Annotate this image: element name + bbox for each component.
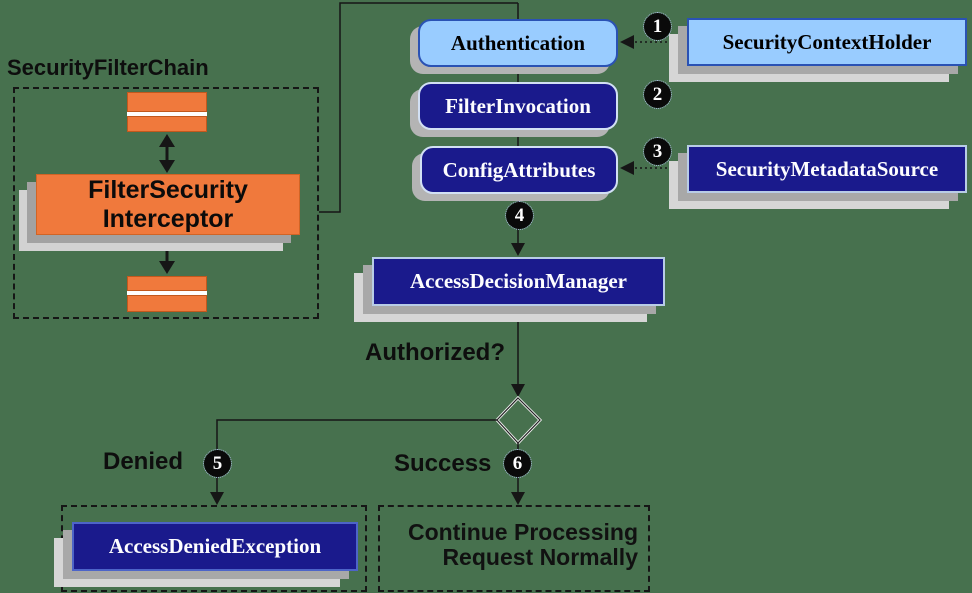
- arrowhead-down-icon: [159, 261, 175, 274]
- arrowhead-down-icon: [210, 492, 224, 505]
- security-context-holder-node: SecurityContextHolder: [687, 18, 967, 66]
- filter-bar: [127, 295, 207, 312]
- arrowhead-left-icon: [620, 35, 634, 49]
- security-filter-chain-title: SecurityFilterChain: [7, 55, 209, 80]
- success-label: Success: [394, 450, 492, 477]
- filter-bar: [127, 116, 207, 132]
- decision-diamond-outline: [494, 395, 543, 446]
- step-badge-2: 2: [643, 80, 672, 109]
- continue-processing-container: Continue Processing Request Normally: [378, 505, 650, 592]
- arrowhead-down-icon: [511, 492, 525, 505]
- arrowhead-up-icon: [159, 134, 175, 147]
- authorized-label: Authorized?: [365, 339, 505, 366]
- authentication-node: Authentication: [418, 19, 618, 67]
- security-filter-chain-container: [13, 87, 319, 319]
- arrowhead-left-icon: [620, 161, 634, 175]
- access-denied-container: [61, 505, 367, 592]
- config-attributes-node: ConfigAttributes: [420, 146, 618, 194]
- decision-diamond: [496, 397, 541, 444]
- step-badge-5: 5: [203, 449, 232, 478]
- arrowhead-down-icon: [511, 384, 525, 397]
- filter-bar: [127, 276, 207, 291]
- arrowhead-up-icon: [159, 236, 175, 249]
- arrowhead-down-icon: [511, 243, 525, 256]
- arrowhead-down-icon: [159, 160, 175, 173]
- step-badge-4: 4: [505, 201, 534, 230]
- access-decision-manager-node: AccessDecisionManager: [372, 257, 665, 306]
- step-badge-3: 3: [643, 137, 672, 166]
- step-badge-1: 1: [643, 12, 672, 41]
- access-denied-exception-node: AccessDeniedException: [72, 522, 358, 571]
- continue-processing-label: Continue Processing Request Normally: [407, 519, 638, 570]
- filter-bar-gap: [127, 291, 207, 295]
- denied-label: Denied: [103, 448, 184, 475]
- filter-bar: [127, 92, 207, 112]
- filter-bar-gap: [127, 112, 207, 116]
- chain-to-auth-connector: [319, 2, 518, 213]
- filter-security-interceptor-box: FilterSecurity Interceptor: [36, 174, 300, 235]
- filter-invocation-node: FilterInvocation: [418, 82, 618, 130]
- security-metadata-source-node: SecurityMetadataSource: [687, 145, 967, 193]
- step-badge-6: 6: [503, 449, 532, 478]
